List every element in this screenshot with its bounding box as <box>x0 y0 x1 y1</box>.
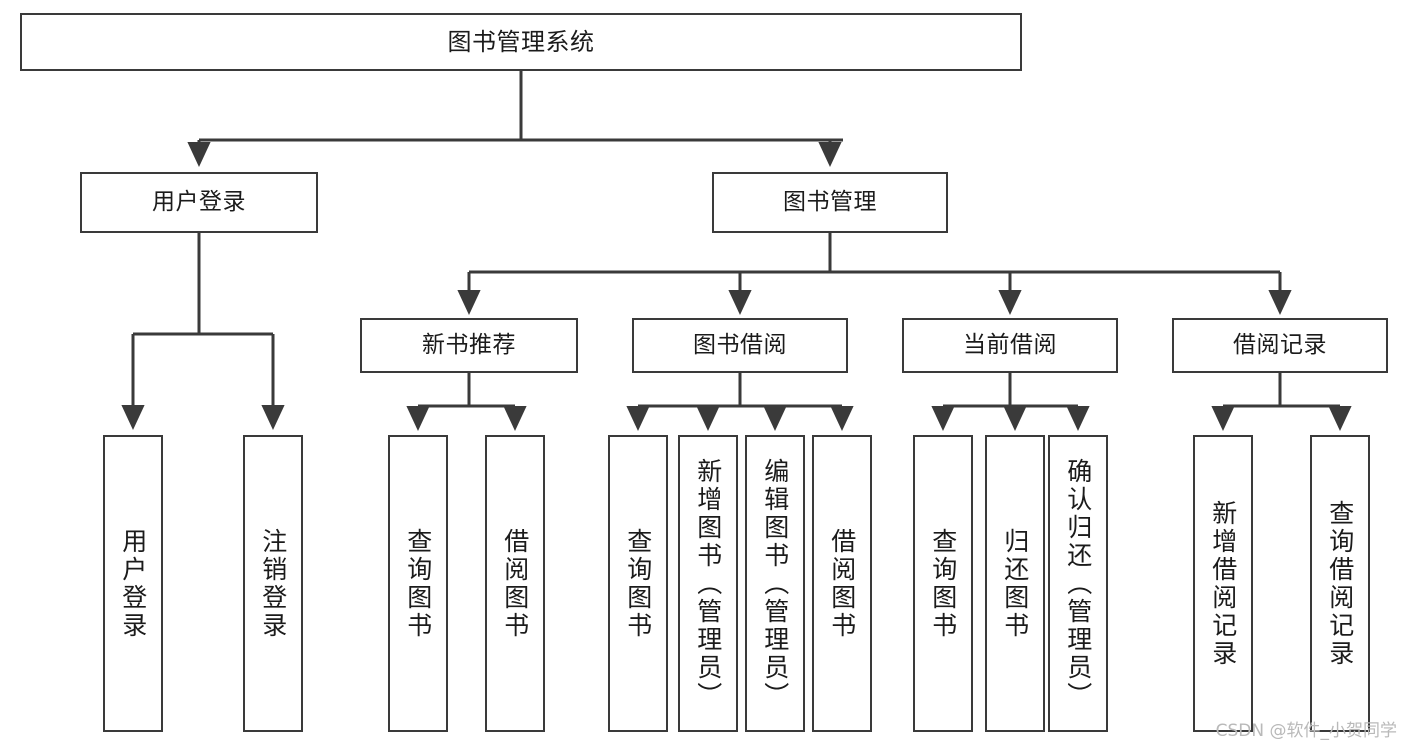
node-leaf-edit-book-admin-label: 编辑图书（管理员） <box>760 457 790 710</box>
node-current-borrow-label: 当前借阅 <box>963 331 1057 358</box>
node-leaf-query-book-1-label: 查询图书 <box>403 527 433 640</box>
node-book-borrow-label: 图书借阅 <box>693 331 787 358</box>
node-leaf-edit-book-admin[interactable]: 编辑图书（管理员） <box>745 435 805 732</box>
node-book-borrow[interactable]: 图书借阅 <box>632 318 848 373</box>
node-root-label: 图书管理系统 <box>447 27 595 56</box>
node-user-login[interactable]: 用户登录 <box>80 172 318 233</box>
node-leaf-add-book-admin[interactable]: 新增图书（管理员） <box>678 435 738 732</box>
node-book-manage[interactable]: 图书管理 <box>712 172 948 233</box>
node-leaf-borrow-book-2-label: 借阅图书 <box>827 527 857 640</box>
node-leaf-logout-login-label: 注销登录 <box>258 527 288 640</box>
node-leaf-confirm-return-admin[interactable]: 确认归还（管理员） <box>1048 435 1108 732</box>
node-leaf-borrow-book-1-label: 借阅图书 <box>500 527 530 640</box>
node-leaf-query-borrow-record-label: 查询借阅记录 <box>1325 499 1355 668</box>
node-borrow-record[interactable]: 借阅记录 <box>1172 318 1388 373</box>
node-leaf-borrow-book-2[interactable]: 借阅图书 <box>812 435 872 732</box>
node-leaf-return-book-label: 归还图书 <box>1000 527 1030 640</box>
node-leaf-add-borrow-record[interactable]: 新增借阅记录 <box>1193 435 1253 732</box>
node-borrow-record-label: 借阅记录 <box>1233 331 1327 358</box>
node-new-book-recommend[interactable]: 新书推荐 <box>360 318 578 373</box>
node-leaf-logout-login[interactable]: 注销登录 <box>243 435 303 732</box>
node-leaf-add-borrow-record-label: 新增借阅记录 <box>1208 499 1238 668</box>
node-leaf-confirm-return-admin-label: 确认归还（管理员） <box>1063 457 1093 710</box>
node-leaf-query-book-3[interactable]: 查询图书 <box>913 435 973 732</box>
node-book-manage-label: 图书管理 <box>783 188 877 215</box>
node-leaf-borrow-book-1[interactable]: 借阅图书 <box>485 435 545 732</box>
node-leaf-add-book-admin-label: 新增图书（管理员） <box>693 457 723 710</box>
node-new-book-recommend-label: 新书推荐 <box>422 331 516 358</box>
node-leaf-return-book[interactable]: 归还图书 <box>985 435 1045 732</box>
node-leaf-query-book-3-label: 查询图书 <box>928 527 958 640</box>
node-current-borrow[interactable]: 当前借阅 <box>902 318 1118 373</box>
node-leaf-query-book-2-label: 查询图书 <box>623 527 653 640</box>
node-leaf-user-login-label: 用户登录 <box>118 527 148 640</box>
node-leaf-user-login[interactable]: 用户登录 <box>103 435 163 732</box>
node-root[interactable]: 图书管理系统 <box>20 13 1022 71</box>
node-leaf-query-book-2[interactable]: 查询图书 <box>608 435 668 732</box>
node-user-login-label: 用户登录 <box>152 188 246 215</box>
node-leaf-query-book-1[interactable]: 查询图书 <box>388 435 448 732</box>
node-leaf-query-borrow-record[interactable]: 查询借阅记录 <box>1310 435 1370 732</box>
watermark-text: CSDN @软件_小贺同学 <box>1215 721 1397 741</box>
